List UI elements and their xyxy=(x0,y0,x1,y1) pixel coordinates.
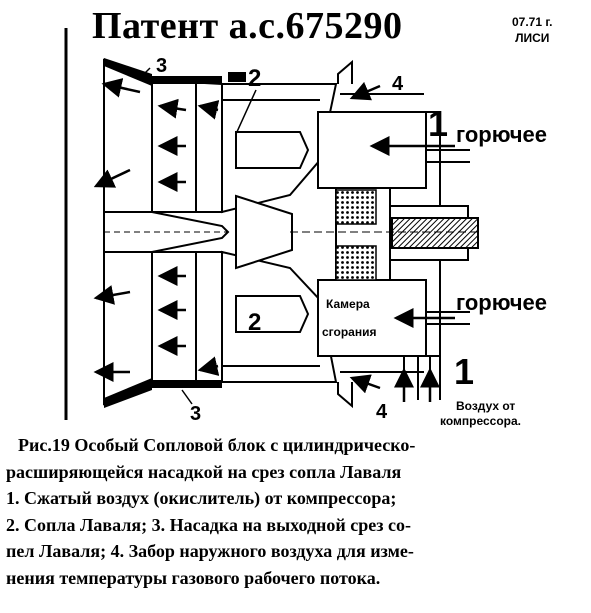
caption-line: Рис.19 Особый Сопловой блок с цилиндриче… xyxy=(18,435,416,455)
callout-1-bottom: 1 xyxy=(454,351,474,392)
callout-2-bottom: 2 xyxy=(248,309,261,336)
callout-4-bottom: 4 xyxy=(376,401,388,423)
flow-arrows xyxy=(93,78,440,402)
figure-caption: Рис.19 Особый Сопловой блок с цилиндриче… xyxy=(6,432,586,591)
extension-top-plate xyxy=(152,76,222,84)
caption-line: 2. Сопла Лаваля; 3. Насадка на выходной … xyxy=(6,514,411,535)
date-text: 07.71 г. xyxy=(512,15,553,29)
laval-nozzles xyxy=(221,83,338,383)
caption-line: расширяющейся насадкой на срез сопла Лав… xyxy=(6,461,402,482)
callout-2-top: 2 xyxy=(248,65,261,92)
label-air-2: компрессора. xyxy=(440,414,521,428)
callout-4-top: 4 xyxy=(392,73,404,95)
extension-bottom-plate xyxy=(152,380,222,388)
label-chamber-1: Камера xyxy=(326,297,370,311)
patent-title: Патент а.с.675290 xyxy=(92,5,403,47)
caption-line: нения температуры газового рабочего пото… xyxy=(6,567,381,588)
extension-top-knob xyxy=(228,72,246,82)
hatched-insert-bottom xyxy=(335,245,377,281)
extension-bottom-wall xyxy=(104,378,152,408)
org-text: ЛИСИ xyxy=(515,31,550,45)
label-chamber-2: сгорания xyxy=(322,325,376,339)
callout-3-bottom: 3 xyxy=(190,403,201,425)
threaded-shaft xyxy=(391,217,479,249)
callout-3-top: 3 xyxy=(156,55,167,77)
nozzle-block-diagram: 3 2 4 1 горючее 2 Камера сгорания горюче… xyxy=(64,28,547,428)
label-fuel-top: горючее xyxy=(456,122,547,147)
caption-line: 1. Сжатый воздух (окислитель) от компрес… xyxy=(6,488,397,508)
hatched-insert-top xyxy=(335,189,377,225)
caption-line: пел Лаваля; 4. Забор наружного воздуха д… xyxy=(6,541,414,561)
label-fuel-bottom: горючее xyxy=(456,290,547,315)
label-air-1: Воздух от xyxy=(456,399,515,413)
callout-1-top: 1 xyxy=(428,103,448,144)
patent-date: 07.71 г. ЛИСИ xyxy=(512,14,553,46)
extension-top-wall xyxy=(104,58,152,86)
